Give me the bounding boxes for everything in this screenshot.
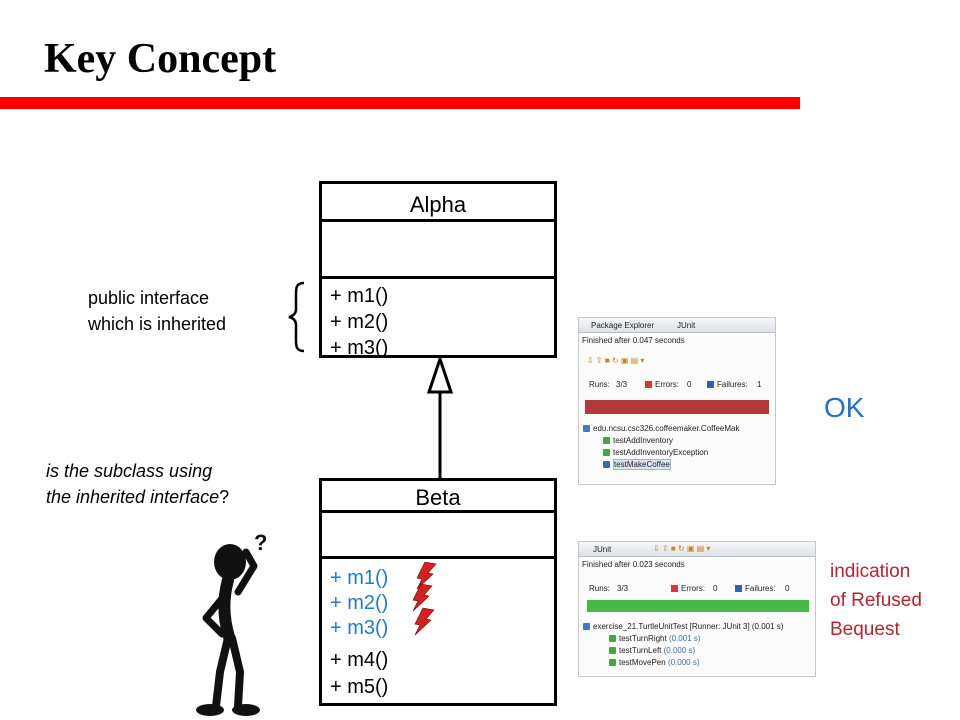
- subclass-question-line-1: is the subclass using: [46, 461, 213, 481]
- class-beta-name: Beta: [415, 485, 461, 510]
- lightning-bolt-icon: [412, 561, 437, 636]
- alpha-method-m3: + m3(): [330, 337, 389, 359]
- junit-failure-test-name: testMakeCoffee: [613, 459, 671, 470]
- class-alpha-name: Alpha: [409, 192, 467, 217]
- refused-note-line-1: indication: [830, 561, 911, 582]
- failure-icon: [735, 585, 742, 592]
- public-interface-note-line-1: public interface: [88, 288, 210, 308]
- public-interface-note: public interface which is inherited: [88, 285, 226, 337]
- junit-success-panel: JUnit ⇩ ⇧ ■ ↻ ▣ ▤ ▾ Finished after 0.023…: [578, 541, 816, 677]
- junit-failure-toolbar-icons[interactable]: ⇩ ⇧ ■ ↻ ▣ ▤ ▾: [587, 356, 645, 365]
- junit-failure-test-row-selected[interactable]: testMakeCoffee: [603, 459, 671, 470]
- junit-failure-failures-value: 1: [757, 380, 762, 389]
- junit-failure-runs-value: 3/3: [616, 380, 628, 389]
- alpha-method-m1: + m1(): [330, 285, 389, 307]
- junit-failure-failures-label: Failures:: [717, 380, 748, 389]
- junit-failure-panel: Package Explorer JUnit Finished after 0.…: [578, 317, 776, 485]
- refused-note-line-2: of Refused: [830, 590, 922, 611]
- beta-inherited-method-m2: + m2(): [330, 592, 389, 614]
- junit-failure-errors-label: Errors:: [655, 380, 679, 389]
- junit-success-test-row[interactable]: testMovePen (0.000 s): [609, 658, 700, 668]
- junit-success-test-row[interactable]: testTurnRight (0.001 s): [609, 634, 701, 644]
- junit-success-suite-name: exercise_21.TurtleUnitTest [Runner: JUni…: [593, 622, 784, 631]
- subclass-question-mark: ?: [219, 487, 230, 507]
- junit-failure-test-row[interactable]: testAddInventory: [603, 436, 673, 446]
- junit-success-status: Finished after 0.023 seconds: [582, 560, 685, 569]
- junit-success-tab-junit[interactable]: JUnit: [593, 545, 612, 554]
- junit-success-test-time: (0.000 s): [667, 658, 700, 667]
- beta-own-method-m4: + m4(): [330, 649, 389, 671]
- junit-success-runs-label: Runs:: [589, 584, 610, 593]
- class-alpha-divider-1: [322, 219, 554, 222]
- alpha-method-m2: + m2(): [330, 311, 389, 333]
- subclass-question-line-2: the inherited interface?: [46, 484, 229, 510]
- junit-success-tabbar: [579, 542, 815, 557]
- junit-failure-test-name: testAddInventory: [613, 436, 674, 445]
- junit-success-test-row[interactable]: testTurnLeft (0.000 s): [609, 646, 695, 656]
- error-icon: [645, 381, 652, 388]
- beta-own-method-m5: + m5(): [330, 676, 389, 698]
- inheritance-arrow: [426, 356, 454, 478]
- junit-success-test-time: (0.000 s): [663, 646, 696, 655]
- junit-success-test-time: (0.001 s): [668, 634, 701, 643]
- junit-failure-tab-package-explorer[interactable]: Package Explorer: [591, 321, 655, 330]
- junit-success-test-name: testTurnLeft: [619, 646, 662, 655]
- refused-bequest-note: indication of Refused Bequest: [830, 557, 922, 644]
- title-rule: [0, 97, 800, 109]
- subclass-question-line-2-text: the inherited interface: [46, 487, 220, 507]
- junit-failure-status: Finished after 0.047 seconds: [582, 336, 685, 345]
- beta-inherited-method-m3: + m3(): [330, 617, 389, 639]
- junit-success-failures-value: 0: [785, 584, 790, 593]
- svg-text:?: ?: [254, 530, 267, 555]
- class-alpha-divider-2: [322, 276, 554, 279]
- junit-success-runs-value: 3/3: [617, 584, 629, 593]
- class-alpha: Alpha + m1() + m2() + m3(): [319, 181, 557, 359]
- junit-failure-suite-row[interactable]: edu.ncsu.csc326.coffeemaker.CoffeeMak: [583, 424, 739, 434]
- junit-success-errors-label: Errors:: [681, 584, 705, 593]
- junit-failure-runs-label: Runs:: [589, 380, 610, 389]
- junit-success-failures-label: Failures:: [745, 584, 776, 593]
- junit-failure-test-name: testAddInventoryException: [613, 448, 709, 457]
- junit-success-errors-value: 0: [713, 584, 718, 593]
- junit-failure-tab-junit[interactable]: JUnit: [677, 321, 696, 330]
- class-beta-divider-2: [322, 556, 554, 559]
- curly-brace-icon: [288, 281, 305, 353]
- junit-failure-errors-value: 0: [687, 380, 692, 389]
- ok-label: OK: [824, 392, 865, 423]
- junit-success-toolbar-icons[interactable]: ⇩ ⇧ ■ ↻ ▣ ▤ ▾: [653, 544, 711, 553]
- junit-success-test-name: testMovePen: [619, 658, 666, 667]
- junit-failure-test-row[interactable]: testAddInventoryException: [603, 448, 708, 458]
- junit-failure-tabbar: [579, 318, 775, 333]
- failure-icon: [707, 381, 714, 388]
- subclass-question-note: is the subclass using the inherited inte…: [46, 458, 229, 510]
- error-icon: [671, 585, 678, 592]
- public-interface-note-line-2: which is inherited: [88, 314, 227, 334]
- beta-inherited-method-m1: + m1(): [330, 567, 389, 589]
- junit-failure-progress-bar: [585, 400, 769, 414]
- junit-success-suite-row[interactable]: exercise_21.TurtleUnitTest [Runner: JUni…: [583, 622, 783, 632]
- confused-stick-figure: ?: [196, 530, 267, 716]
- class-beta: Beta + m1() + m2() + m3() + m4() + m5(): [319, 478, 557, 706]
- junit-success-test-name: testTurnRight: [619, 634, 667, 643]
- junit-success-progress-bar: [587, 600, 809, 612]
- slide-title: Key Concept: [44, 36, 277, 82]
- refused-note-line-3: Bequest: [830, 619, 900, 640]
- junit-failure-suite-name: edu.ncsu.csc326.coffeemaker.CoffeeMak: [593, 424, 740, 433]
- class-beta-divider-1: [322, 510, 554, 513]
